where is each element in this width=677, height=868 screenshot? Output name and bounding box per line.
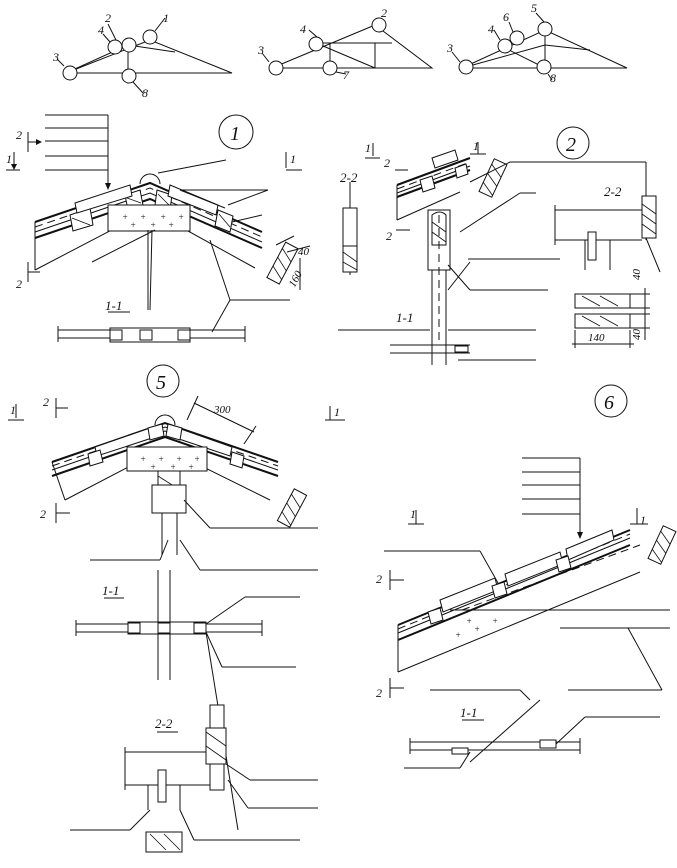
node-label: 8	[142, 86, 148, 100]
node-circle	[308, 36, 324, 52]
node-circle	[371, 17, 387, 33]
cut-mark-label: 2	[376, 686, 382, 700]
node-label: 3	[257, 43, 264, 57]
truss-scheme-a: 1 2 4 3 8	[52, 11, 233, 100]
cut-mark-label: 1	[334, 405, 340, 419]
detail-2: 2 1 2 1 2 2-2	[338, 126, 661, 365]
node-circle	[121, 68, 137, 84]
truss-scheme-c: 5 6 4 3 8	[446, 1, 628, 85]
cut-mark-label: 2	[40, 507, 46, 521]
cut-mark-label: 1	[365, 141, 371, 155]
node-circle	[107, 39, 123, 55]
dimension-label: 300	[213, 404, 231, 416]
svg-text:+: +	[150, 220, 156, 230]
cut-mark-label: 2	[16, 277, 22, 291]
node-circle	[537, 21, 553, 37]
node-label: 8	[550, 71, 556, 85]
section-label: 2-2	[340, 170, 358, 185]
node-label: 3	[446, 41, 453, 55]
dimension-label: 160	[287, 269, 306, 290]
detail-number-circle	[146, 364, 180, 398]
node-circle	[121, 37, 137, 53]
node-circle	[142, 29, 158, 45]
cut-mark-label: 2	[16, 128, 22, 142]
svg-text:+: +	[158, 454, 164, 464]
svg-text:+: +	[188, 462, 194, 472]
detail-6: 6 1 1 2 2 + + +	[376, 384, 677, 769]
dimension-label: 40	[631, 269, 643, 281]
cut-mark-label: 2	[376, 572, 382, 586]
svg-text:+: +	[130, 220, 136, 230]
dimension-label: 40	[631, 329, 643, 341]
section-label: 2-2	[604, 184, 622, 199]
cut-mark-label: 2	[43, 395, 49, 409]
section-label: 2-2	[155, 716, 173, 731]
cut-mark-label: 1	[640, 513, 646, 527]
svg-text:+: +	[176, 454, 182, 464]
svg-text:+: +	[140, 454, 146, 464]
svg-text:+: +	[160, 212, 166, 222]
cut-mark-label: 2	[384, 156, 390, 170]
node-circle	[268, 60, 284, 76]
dimension-label: 40	[298, 246, 310, 258]
node-circle	[458, 59, 474, 75]
detail-number: 2	[566, 134, 576, 156]
node-label: 3	[52, 50, 59, 64]
node-label: 5	[531, 1, 537, 15]
node-label: 2	[381, 6, 387, 20]
svg-text:+: +	[168, 220, 174, 230]
svg-text:+: +	[178, 212, 184, 222]
svg-text:+: +	[150, 462, 156, 472]
svg-text:+: +	[466, 616, 472, 626]
detail-5: 5 1 2 1 2 + + + + + + +	[8, 364, 345, 853]
detail-number-circle	[556, 126, 590, 160]
node-label: 6	[503, 10, 509, 24]
node-circle	[322, 60, 338, 76]
svg-text:+: +	[140, 212, 146, 222]
dimension-label: 140	[588, 332, 605, 344]
cut-mark-label: 1	[410, 507, 416, 521]
svg-text:+: +	[492, 616, 498, 626]
node-label: 2	[105, 11, 111, 25]
node-circle	[497, 38, 513, 54]
svg-text:+: +	[122, 212, 128, 222]
svg-text:+: +	[455, 630, 461, 640]
cut-mark-label: 1	[10, 403, 16, 417]
detail-number: 1	[230, 123, 240, 145]
section-label: 1-1	[105, 298, 122, 313]
svg-text:+: +	[194, 454, 200, 464]
detail-number: 6	[604, 392, 614, 414]
cut-mark-label: 1	[473, 139, 479, 153]
node-circle	[62, 65, 78, 81]
detail-1: 1 2 1 1 2	[6, 114, 311, 343]
node-label: 1	[163, 11, 169, 25]
node-label: 7	[343, 68, 350, 82]
node-label: 4	[488, 22, 494, 36]
section-label: 1-1	[102, 583, 119, 598]
detail-number: 5	[156, 372, 166, 394]
node-circle	[509, 30, 525, 46]
cut-mark-label: 1	[6, 152, 12, 166]
detail-number-circle	[218, 114, 254, 150]
svg-text:+: +	[474, 624, 480, 634]
cut-mark-label: 1	[290, 152, 296, 166]
svg-text:+: +	[170, 462, 176, 472]
section-label: 1-1	[396, 310, 413, 325]
detail-number-circle	[594, 384, 628, 418]
section-label: 1-1	[460, 705, 477, 720]
truss-scheme-b: 2 4 3 7	[257, 6, 434, 82]
node-label: 4	[98, 23, 104, 37]
node-label: 4	[300, 22, 306, 36]
node-circle	[536, 59, 552, 75]
cut-mark-label: 2	[386, 229, 392, 243]
